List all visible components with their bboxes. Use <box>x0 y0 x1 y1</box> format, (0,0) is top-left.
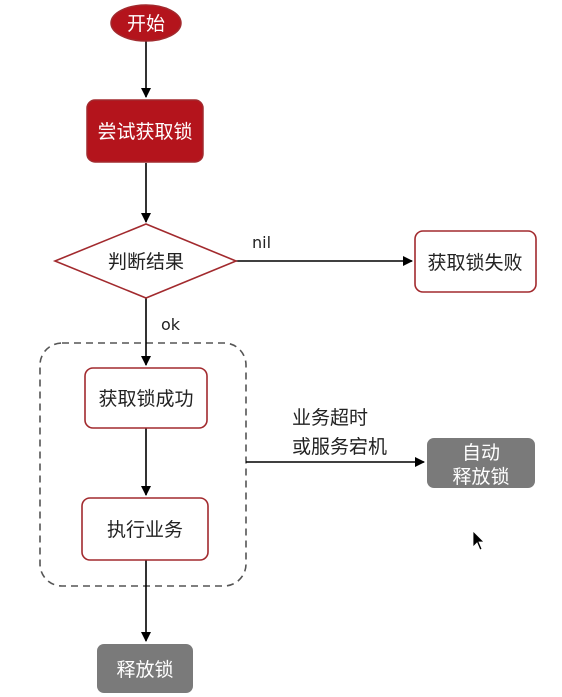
judge-decision-label: 判断结果 <box>108 251 184 273</box>
try-lock-node <box>86 99 204 163</box>
release-lock-node <box>97 644 193 693</box>
edge-label-nil: nil <box>252 233 271 252</box>
start-node-label: 开始 <box>127 13 165 35</box>
edge-label-timeout-line2: 或服务宕机 <box>292 436 387 458</box>
dashed-group-box <box>39 342 247 587</box>
auto-release-node <box>427 438 535 488</box>
exec-business-node <box>81 497 209 561</box>
lock-fail-node-label: 获取锁失败 <box>427 252 522 274</box>
lock-success-node-label: 获取锁成功 <box>98 388 193 410</box>
release-lock-node-label: 释放锁 <box>116 659 173 681</box>
auto-release-label-line1: 自动 <box>462 442 500 464</box>
lock-fail-node <box>414 230 537 293</box>
mouse-cursor-icon <box>472 530 485 551</box>
auto-release-label-line2: 释放锁 <box>452 466 509 488</box>
start-node <box>110 4 182 42</box>
exec-business-node-label: 执行业务 <box>107 519 183 541</box>
try-lock-node-label: 尝试获取锁 <box>97 121 192 143</box>
edge-label-ok: ok <box>161 315 181 334</box>
edge-label-timeout-line1: 业务超时 <box>292 407 368 429</box>
lock-success-node <box>84 367 208 429</box>
judge-decision-node <box>52 223 239 299</box>
